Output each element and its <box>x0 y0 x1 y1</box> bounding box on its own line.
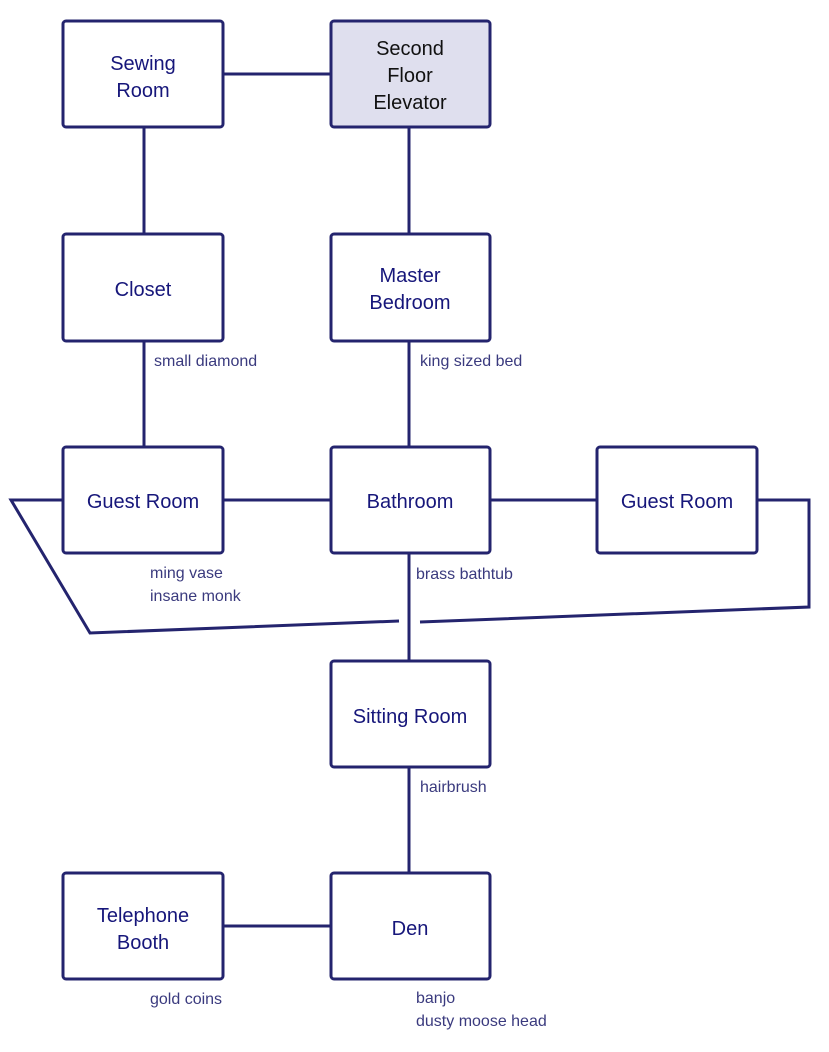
room-telephone-booth: Telephone Booth <box>61 871 225 981</box>
room-second-floor-elevator: Second Floor Elevator <box>329 19 492 129</box>
item-ming-vase: ming vase <box>150 565 223 582</box>
room-guest-room-right: Guest Room <box>595 445 759 555</box>
item-king-sized-bed: king sized bed <box>420 353 522 370</box>
item-hairbrush: hairbrush <box>420 779 487 796</box>
room-guest-room-left: Guest Room <box>61 445 225 555</box>
room-label: Master <box>379 265 440 287</box>
room-sewing-room: Sewing Room <box>61 19 225 129</box>
room-label: Den <box>392 918 429 940</box>
item-insane-monk: insane monk <box>150 588 242 605</box>
room-label: Floor <box>387 65 433 87</box>
room-label: Booth <box>117 932 169 954</box>
room-bathroom: Bathroom <box>329 445 492 555</box>
item-banjo: banjo <box>416 990 455 1007</box>
room-label: Guest Room <box>87 491 199 513</box>
room-label: Elevator <box>373 92 447 114</box>
connector-guest-loop-left <box>8 498 400 635</box>
room-label: Guest Room <box>621 491 733 513</box>
room-label: Sitting Room <box>353 706 468 728</box>
room-label: Bedroom <box>369 292 450 314</box>
connector-guest-loop-right <box>419 498 811 624</box>
room-closet: Closet <box>61 232 225 343</box>
room-master-bedroom: Master Bedroom <box>329 232 492 343</box>
room-label: Closet <box>115 279 172 301</box>
room-sitting-room: Sitting Room <box>329 659 492 769</box>
item-brass-bathtub: brass bathtub <box>416 566 513 583</box>
item-small-diamond: small diamond <box>154 353 257 370</box>
item-gold-coins: gold coins <box>150 991 222 1008</box>
item-dusty-moose-head: dusty moose head <box>416 1013 547 1030</box>
room-label: Bathroom <box>367 491 454 513</box>
room-den: Den <box>329 871 492 981</box>
room-label: Second <box>376 38 444 60</box>
room-label: Room <box>116 80 169 102</box>
room-label: Telephone <box>97 905 189 927</box>
room-label: Sewing <box>110 53 176 75</box>
